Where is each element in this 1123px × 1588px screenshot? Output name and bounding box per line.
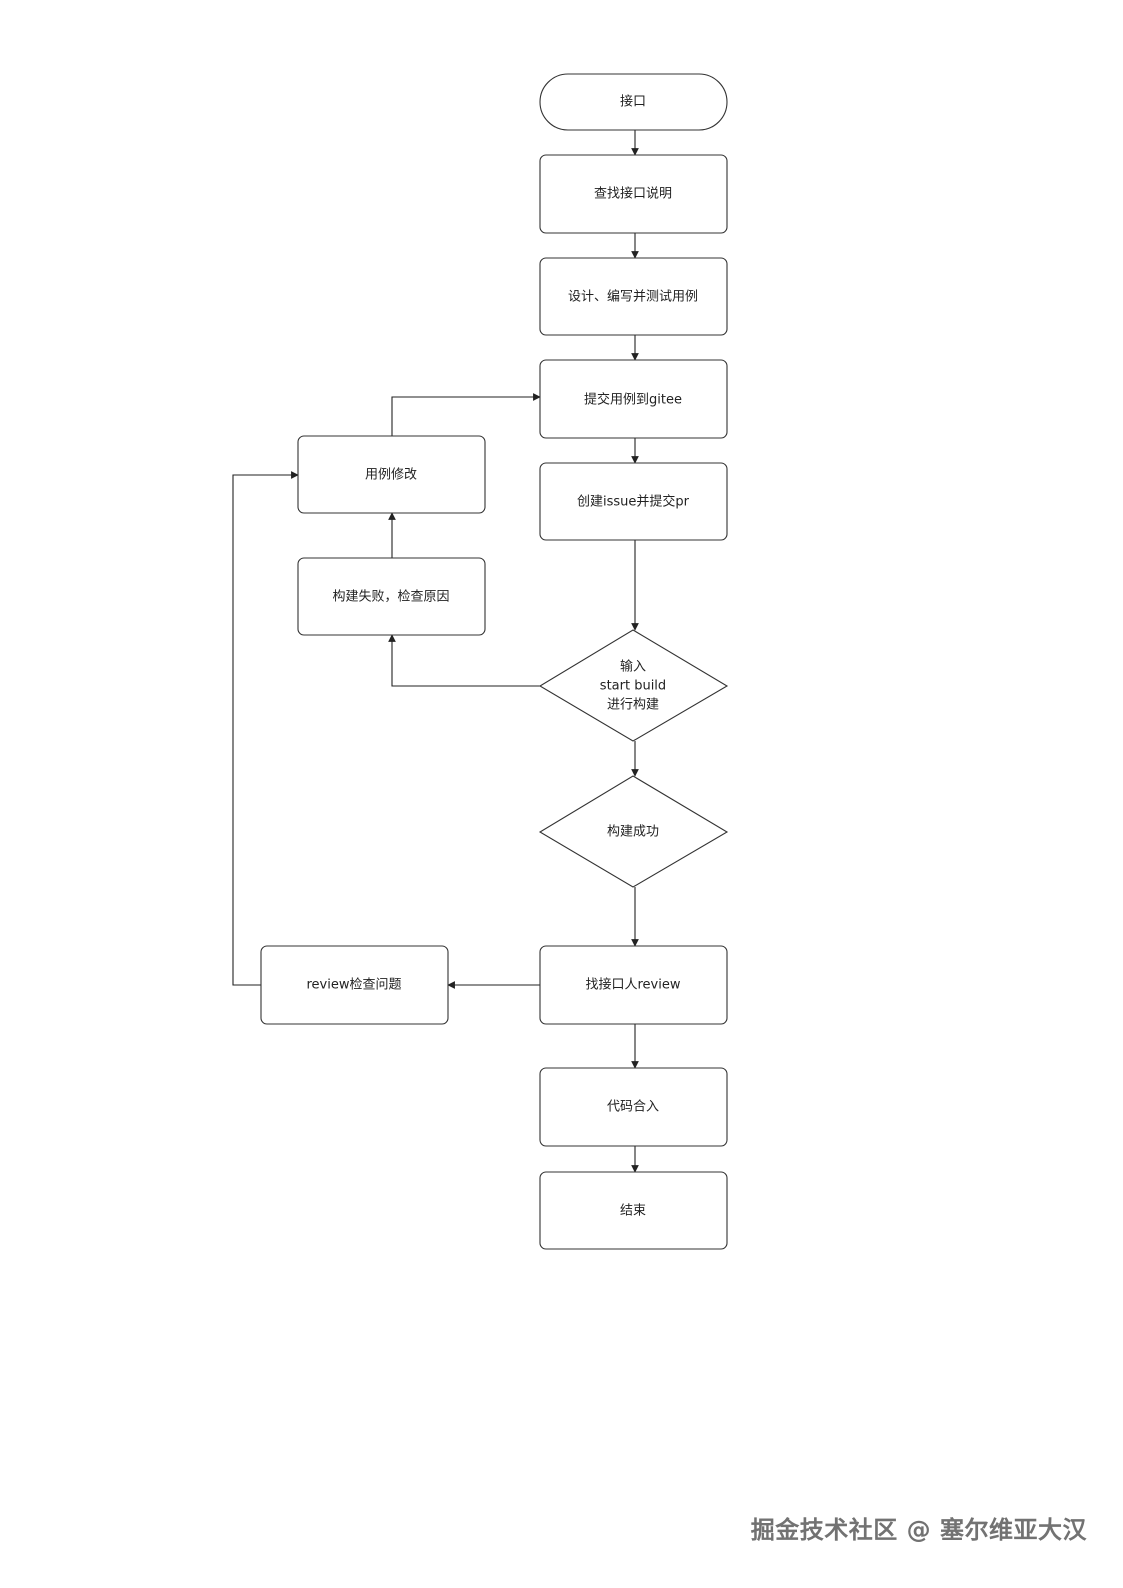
node-end: 结束 [539, 1171, 728, 1250]
decision-start-build-line-3: 进行构建 [607, 698, 659, 713]
edge-modify-cases-to-submit [391, 393, 541, 436]
decision-build-success: 构建成功 [538, 775, 729, 888]
watermark-text: 掘金技术社区 @ 塞尔维亚大汉 [750, 1516, 1087, 1544]
node-find-docs-label: 查找接口说明 [594, 186, 672, 202]
node-create-issue-pr-label: 创建issue并提交pr [577, 494, 690, 510]
decision-start-build-line-1: 输入 [620, 659, 646, 675]
node-submit-gitee-label: 提交用例到gitee [584, 392, 682, 408]
node-start: 接口 [539, 73, 728, 131]
node-find-docs: 查找接口说明 [539, 154, 728, 234]
node-merge: 代码合入 [539, 1067, 728, 1147]
node-build-failed-label: 构建失败，检查原因 [332, 590, 449, 605]
node-merge-label: 代码合入 [607, 1100, 659, 1115]
edges [232, 130, 639, 1173]
node-submit-gitee: 提交用例到gitee [539, 359, 728, 439]
node-create-issue-pr: 创建issue并提交pr [539, 462, 728, 541]
decision-start-build: 输入 start build 进行构建 [538, 629, 729, 742]
node-write-tests: 设计、编写并测试用例 [539, 257, 728, 336]
node-find-reviewer-label: 找接口人review [586, 977, 681, 993]
node-modify-cases: 用例修改 [297, 435, 486, 514]
decision-start-build-line-2: start build [600, 679, 666, 694]
edge-review-issues-to-modify-cases [232, 471, 299, 986]
node-review-issues: review检查问题 [260, 945, 449, 1025]
node-find-reviewer: 找接口人review [539, 945, 728, 1025]
node-review-issues-label: review检查问题 [307, 978, 402, 993]
node-end-label: 结束 [620, 1204, 646, 1219]
node-write-tests-label: 设计、编写并测试用例 [568, 290, 698, 305]
decision-build-success-label: 构建成功 [607, 825, 659, 840]
node-modify-cases-label: 用例修改 [365, 468, 417, 483]
node-start-label: 接口 [620, 94, 646, 110]
node-build-failed: 构建失败，检查原因 [297, 557, 486, 636]
edge-start-build-to-build-failed [388, 634, 540, 687]
